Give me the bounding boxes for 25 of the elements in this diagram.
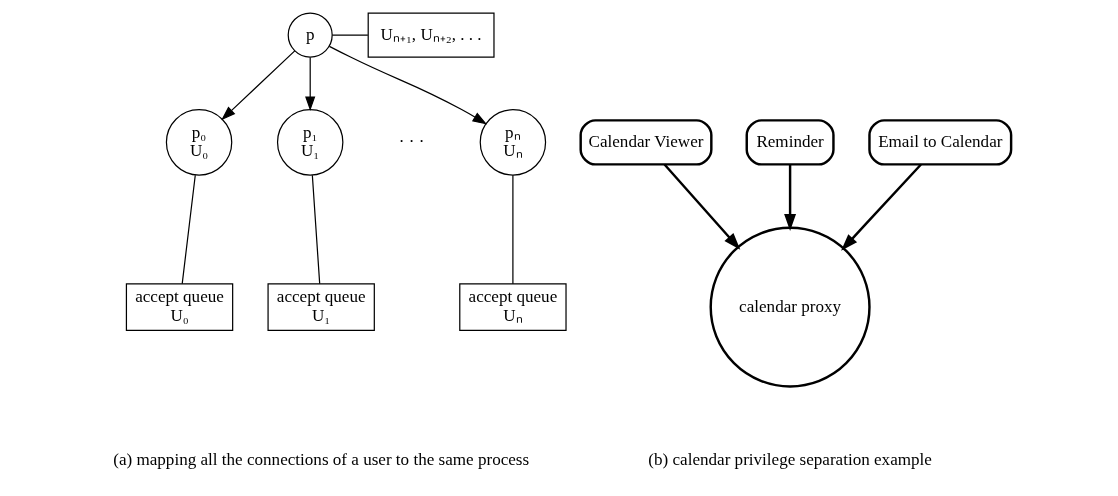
arrow bbox=[663, 163, 741, 250]
node-circle: p₀ U₀ bbox=[165, 109, 233, 176]
arrow bbox=[784, 164, 797, 232]
connector bbox=[311, 174, 321, 285]
node-box: Uₙ₊₁, Uₙ₊₂, . . . bbox=[367, 12, 495, 58]
connector bbox=[181, 174, 196, 285]
arrow bbox=[221, 50, 296, 121]
node-box: Reminder bbox=[745, 119, 835, 166]
node-circle: p bbox=[287, 12, 333, 58]
arrow bbox=[841, 163, 922, 251]
node-box: accept queue U₀ bbox=[125, 283, 234, 331]
label: · · · bbox=[398, 131, 425, 151]
label: (b) calendar privilege separation example bbox=[648, 450, 932, 470]
connector bbox=[331, 34, 369, 36]
node-circle: calendar proxy bbox=[709, 226, 871, 388]
node-box: Calendar Viewer bbox=[579, 119, 713, 166]
node-box: accept queue U₁ bbox=[267, 283, 375, 331]
node-box: accept queue Uₙ bbox=[459, 283, 567, 331]
connector bbox=[512, 174, 514, 285]
node-circle: p₁ U₁ bbox=[276, 109, 344, 176]
node-box: Email to Calendar bbox=[868, 119, 1013, 166]
arrow bbox=[305, 56, 316, 112]
arrow bbox=[328, 45, 488, 125]
node-circle: pₙ Uₙ bbox=[479, 109, 547, 176]
label: (a) mapping all the connections of a user to the same process bbox=[113, 450, 530, 470]
